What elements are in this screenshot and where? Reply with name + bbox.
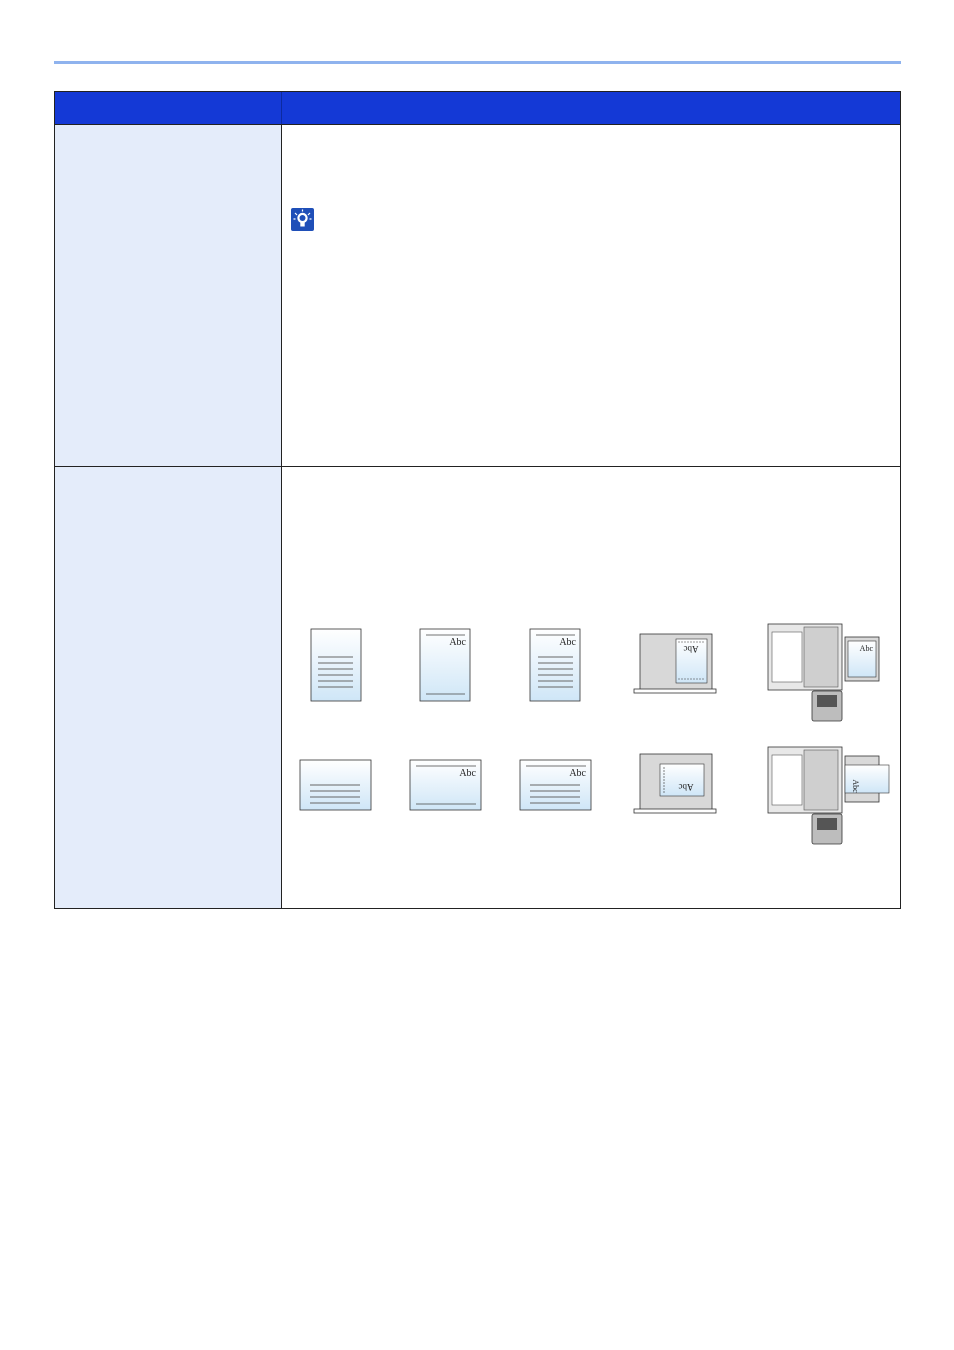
svg-text:Abc: Abc [860, 644, 874, 653]
row-label-cell [55, 125, 282, 466]
table-row: Abc Abc [55, 466, 900, 908]
adf-portrait: Abc [767, 623, 880, 722]
platen-glass-portrait: Abc [633, 633, 717, 694]
top-rule [54, 61, 901, 64]
platen-glass-landscape: Abc [633, 753, 717, 814]
table-header [55, 92, 900, 124]
header-cell-description [282, 92, 900, 124]
lightbulb-icon [291, 208, 314, 231]
adf-landscape: Abc [767, 746, 890, 845]
orientation-figure: Abc Abc [299, 623, 890, 845]
svg-text:Abc: Abc [559, 637, 576, 648]
header-cell-item [55, 92, 282, 124]
svg-text:Abc: Abc [679, 782, 694, 792]
row-description-cell [282, 125, 900, 466]
landscape-text-original [299, 759, 372, 811]
landscape-top-header-original: Abc [409, 759, 482, 811]
settings-table: Abc Abc [54, 91, 901, 909]
svg-text:Abc: Abc [684, 644, 699, 654]
row-description-cell: Abc Abc [282, 467, 900, 908]
svg-text:Abc: Abc [459, 768, 476, 779]
svg-text:Abc: Abc [851, 779, 860, 793]
row-label-cell [55, 467, 282, 908]
portrait-text-original [310, 628, 362, 702]
portrait-header-text-original: Abc [529, 628, 581, 702]
abc-label: Abc [449, 637, 466, 648]
portrait-top-header-original: Abc [419, 628, 471, 702]
landscape-header-text-original: Abc [519, 759, 592, 811]
svg-text:Abc: Abc [569, 768, 586, 779]
table-row [55, 124, 900, 466]
